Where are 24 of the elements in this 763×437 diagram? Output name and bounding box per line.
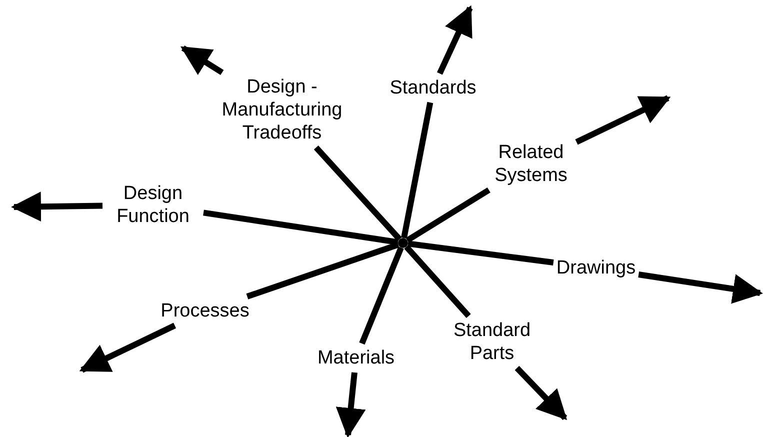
spoke-label: Design - Manufacturing Tradeoffs [212,76,352,144]
spoke-label: Design Function [106,182,200,228]
arrow [79,322,176,373]
line [408,240,554,266]
line [314,145,402,242]
line [246,242,400,300]
line [404,244,471,318]
arrow [436,5,473,75]
arrow [638,272,763,304]
spoke-label: Standards [390,76,476,100]
arrow [336,372,366,437]
line [406,187,490,243]
line [359,246,404,345]
spoke-label: Related Systems [488,141,574,187]
line [203,210,399,246]
arrow [180,45,224,76]
line [401,102,434,239]
arrow [575,95,671,145]
spoke-label: Standard Parts [444,319,540,365]
arrow [11,192,103,222]
spoke-label: Drawings [556,256,636,280]
arrow [514,366,568,420]
spoke-label: Materials [317,346,395,370]
spoke-label: Processes [160,300,250,322]
